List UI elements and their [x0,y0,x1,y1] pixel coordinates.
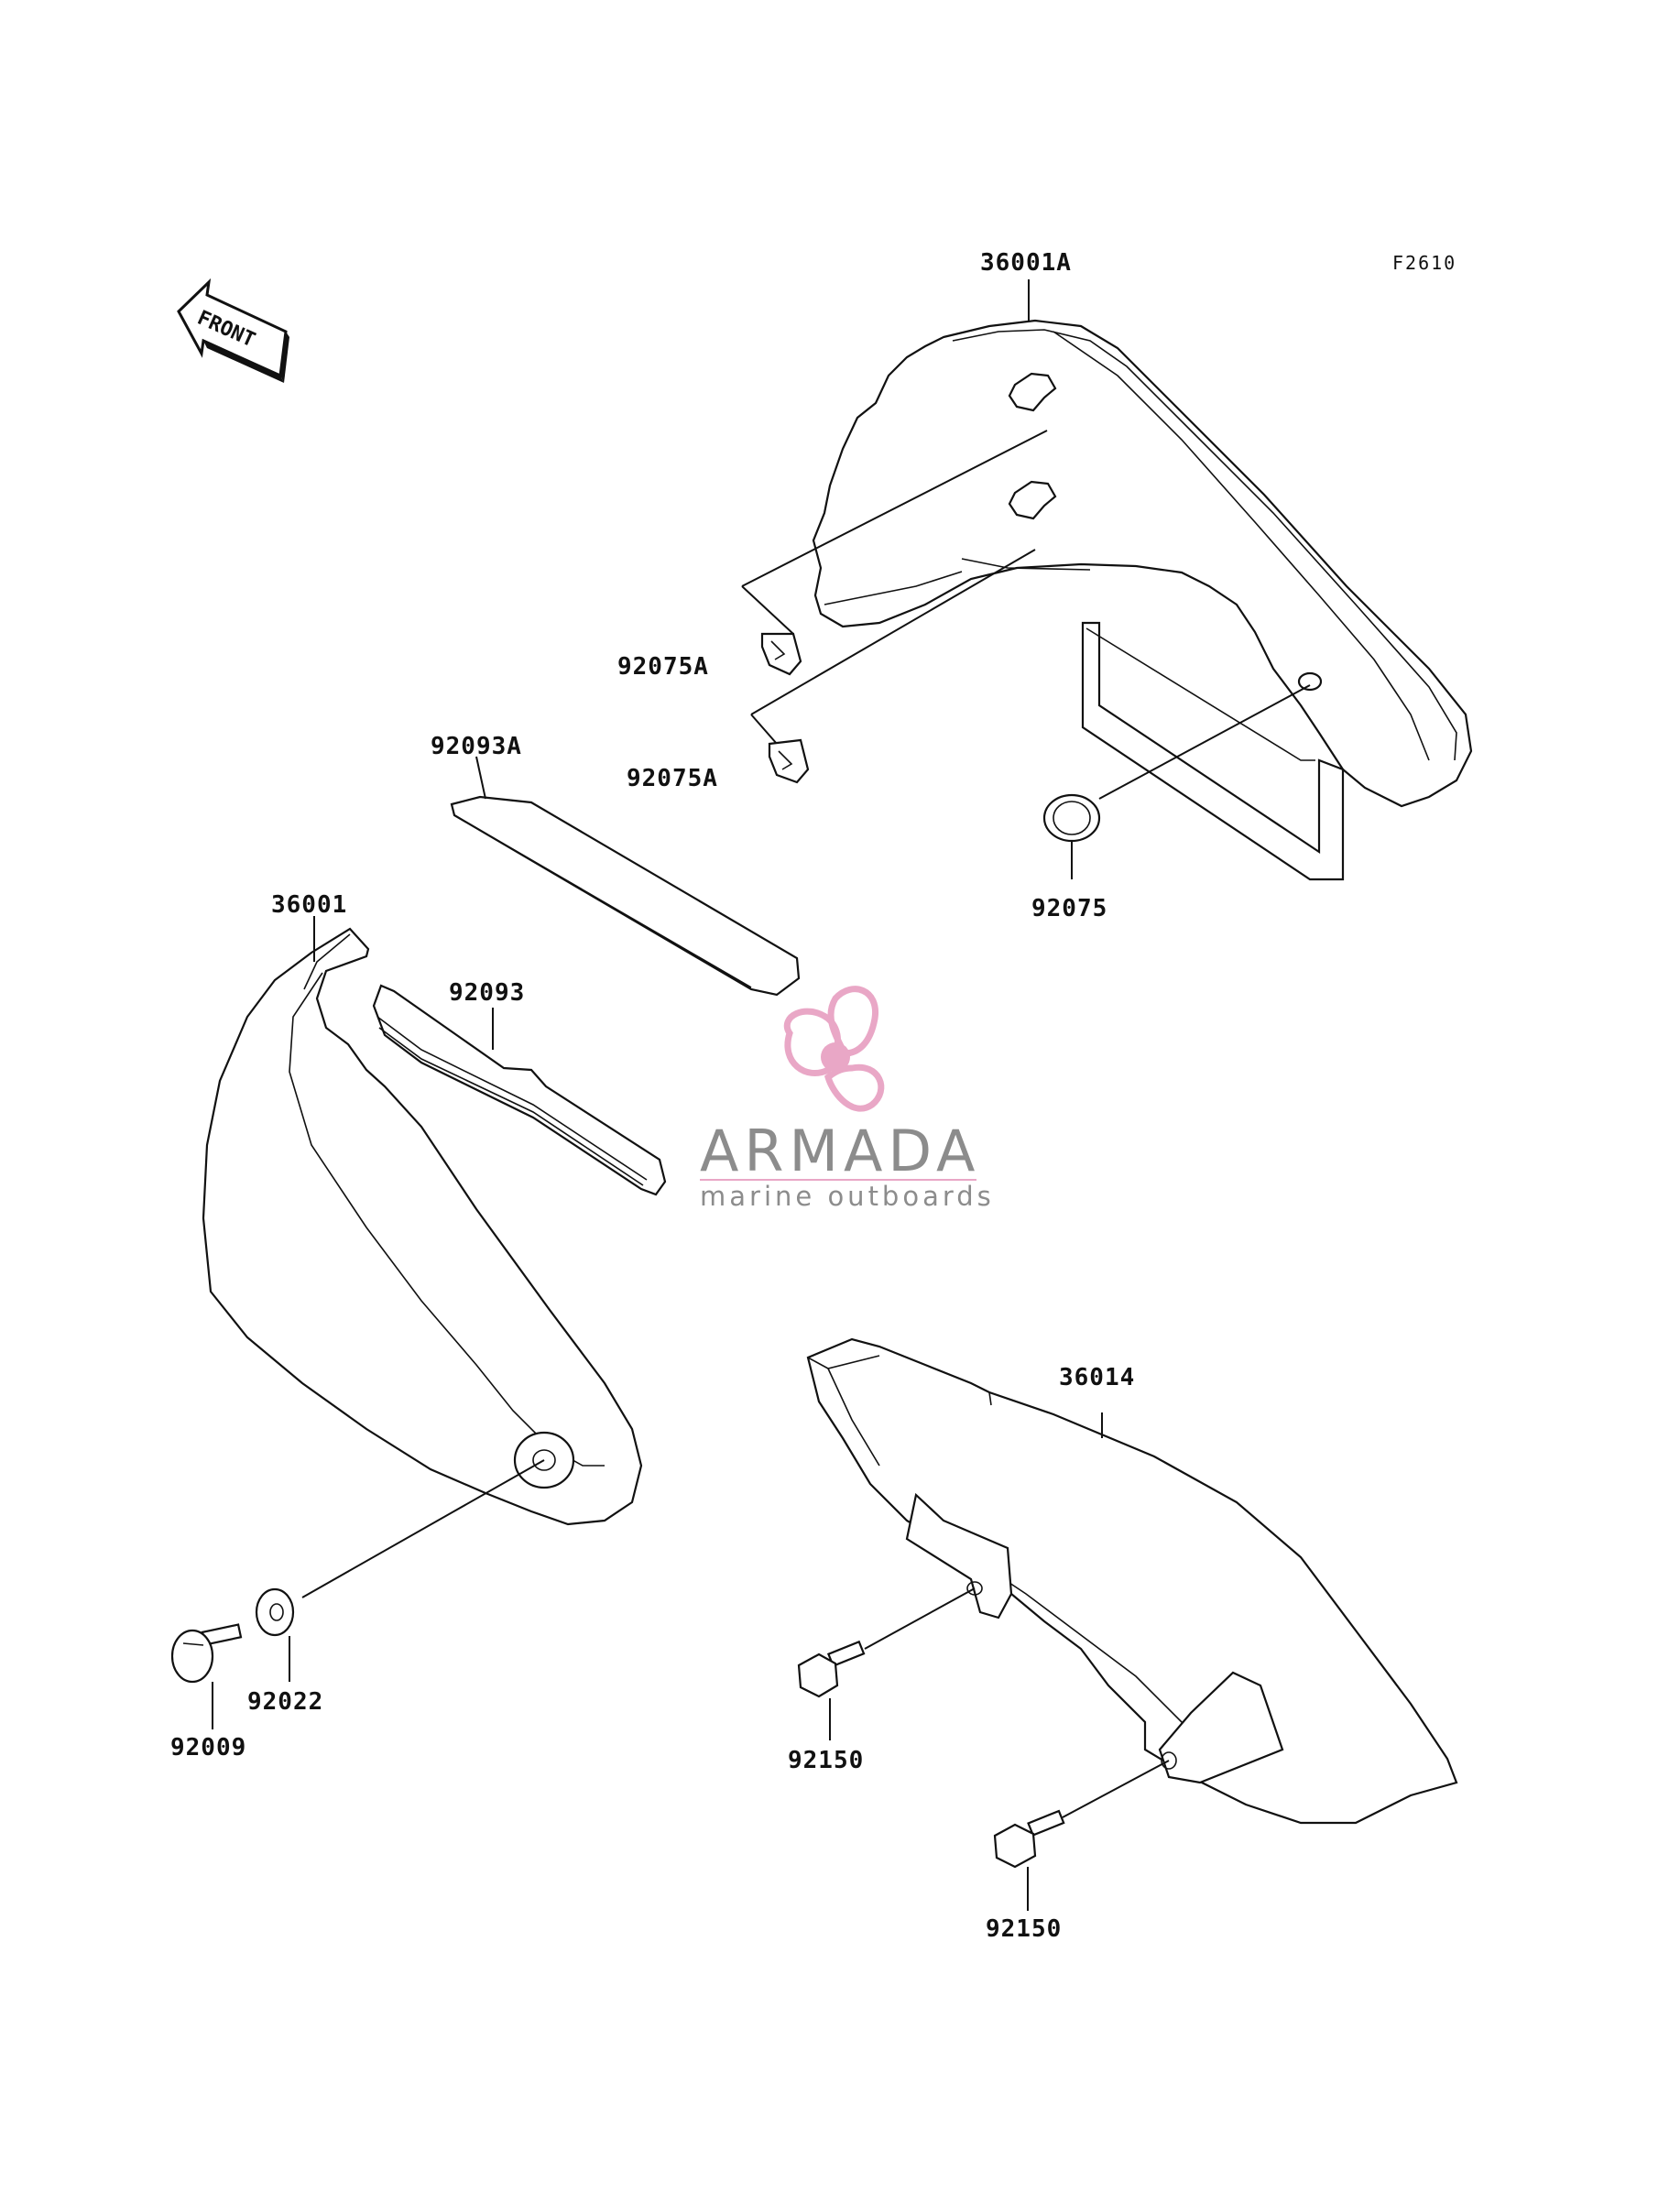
label-92022: 92022 [247,1688,323,1716]
front-arrow-icon: FRONT [177,278,289,383]
part-36001-cover [202,916,643,1526]
watermark-tagline: marine outboards [700,1181,995,1212]
figure-code: F2610 [1392,252,1456,274]
part-36001A-cover [812,319,1473,881]
part-92075A-clip-1 [760,632,802,676]
label-92075A-2: 92075A [627,765,718,792]
part-92075A-clip-2 [768,738,810,784]
label-92075A-1: 92075A [617,653,709,681]
part-36014-guard [806,1337,1458,1825]
label-36014: 36014 [1059,1364,1135,1391]
label-92093: 92093 [449,979,525,1007]
part-92009-bolt [170,1623,243,1729]
part-92093A-strip [450,756,801,997]
label-92150-1: 92150 [788,1747,864,1774]
part-92075-grommet [1042,793,1101,843]
part-92093-strip [372,984,667,1196]
part-92150-bolt-1 [797,1640,866,1740]
label-92093A: 92093A [431,733,522,760]
part-92150-bolt-2 [993,1809,1065,1911]
label-92009: 92009 [170,1734,246,1761]
label-36001A: 36001A [980,249,1072,277]
label-92150-2: 92150 [986,1915,1062,1943]
armada-logo-icon [783,986,885,1112]
label-92075: 92075 [1031,895,1107,922]
part-92022-washer [255,1587,295,1682]
watermark-name: ARMADA [700,1118,980,1184]
label-36001: 36001 [271,891,347,919]
